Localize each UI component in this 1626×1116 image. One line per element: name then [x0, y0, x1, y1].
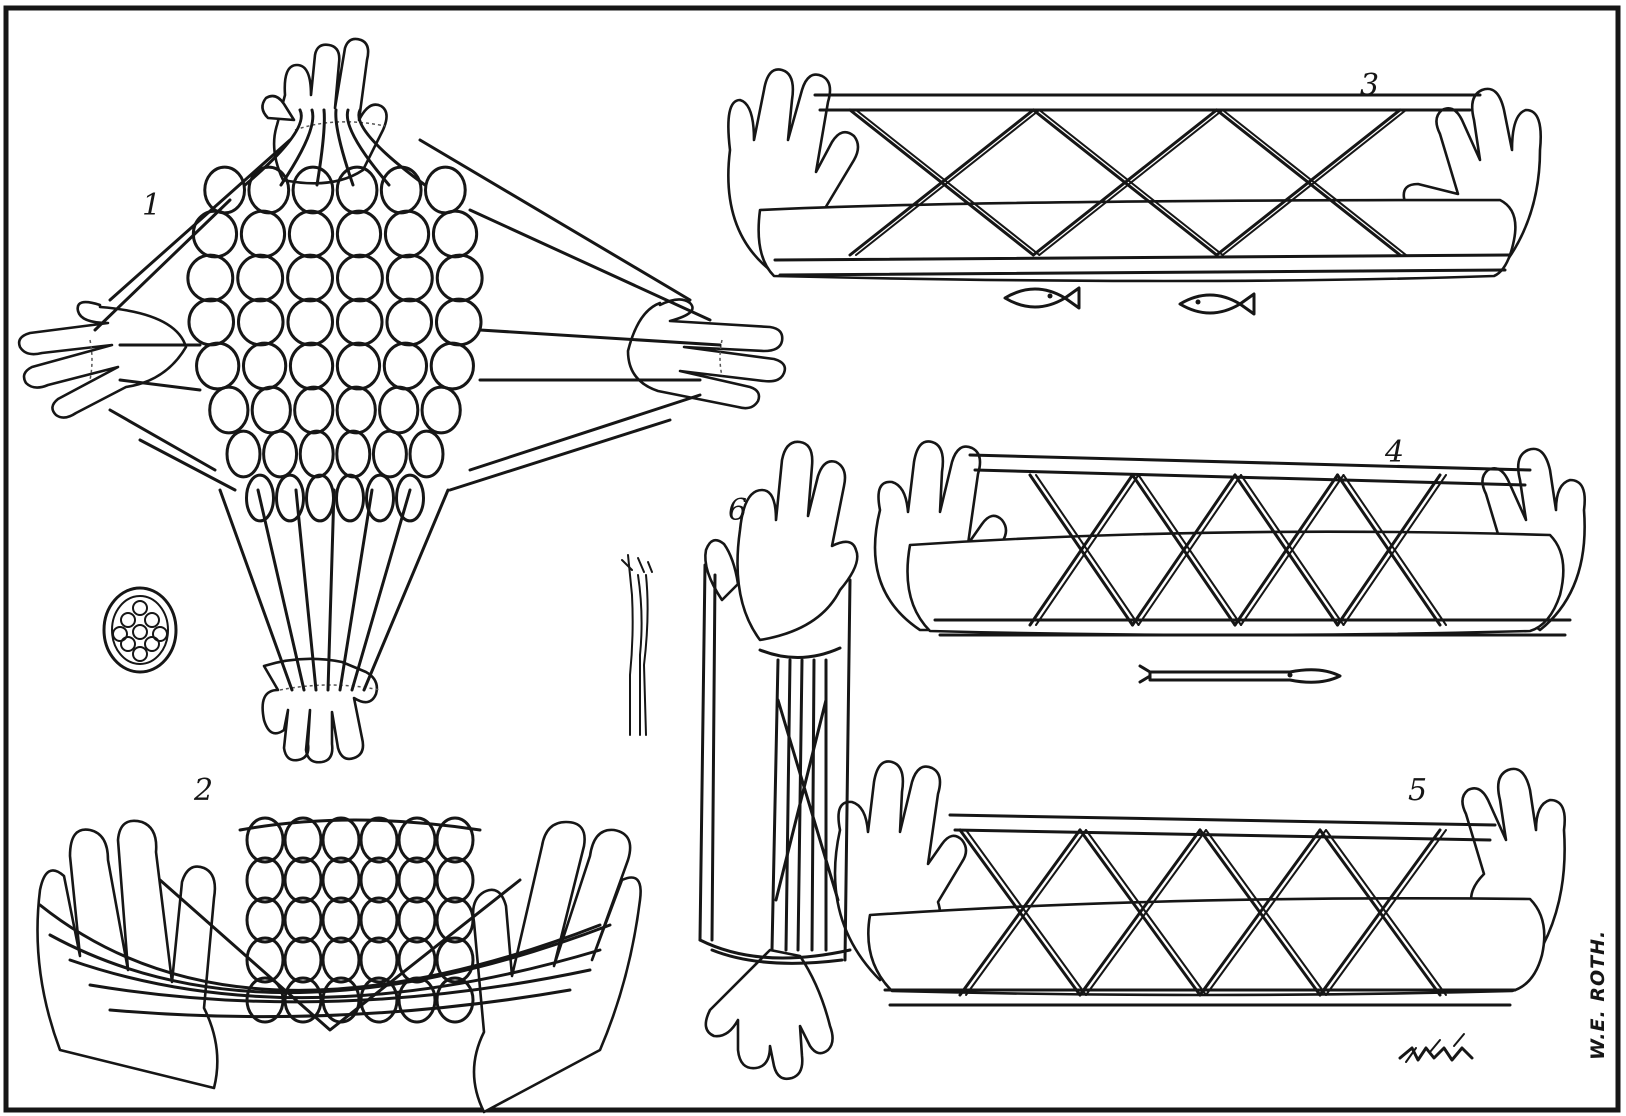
net-loop — [436, 299, 481, 345]
net-loop — [425, 167, 465, 213]
net-loop — [337, 387, 375, 433]
net-loop — [238, 255, 283, 301]
net-loop — [300, 431, 333, 477]
fig1-bottom-hands — [263, 659, 380, 762]
net-loop — [323, 858, 359, 902]
net-loop — [252, 387, 290, 433]
net-loop — [307, 475, 334, 521]
net-loop — [264, 431, 297, 477]
fig6-upper-hand — [738, 442, 858, 640]
net-loop — [337, 211, 380, 257]
net-loop — [285, 898, 321, 942]
fig1-right-hands — [628, 299, 785, 408]
figure-number-2: 2 — [193, 773, 213, 808]
fig1-left-hands — [19, 302, 186, 417]
figure-number-5: 5 — [1408, 773, 1427, 808]
net-loop — [295, 387, 333, 433]
figure-6: 6 — [700, 442, 857, 1079]
fig6-thumb — [705, 540, 738, 600]
net-loop — [399, 978, 435, 1022]
net-loop — [193, 211, 236, 257]
net-loop — [337, 255, 382, 301]
artist-credit: W.E. ROTH. — [1587, 930, 1609, 1060]
net-loop — [288, 299, 333, 345]
net-loop — [247, 858, 283, 902]
bird-tracks-icon — [1400, 1034, 1472, 1062]
fig6-lower-hand — [706, 950, 833, 1079]
shell-plate — [113, 627, 127, 641]
net-loop — [397, 475, 424, 521]
net-loop — [323, 898, 359, 942]
figure-number-3: 3 — [1360, 68, 1379, 103]
net-loop — [288, 255, 333, 301]
fish-icon — [1005, 288, 1079, 308]
net-loop — [241, 211, 284, 257]
net-loop — [337, 431, 370, 477]
net-loop — [410, 431, 443, 477]
figure-number-1: 1 — [142, 188, 161, 223]
shell-plate — [133, 625, 147, 639]
net-loop — [431, 343, 473, 389]
net-loop — [437, 858, 473, 902]
shell-plate — [133, 601, 147, 615]
net-loop — [399, 898, 435, 942]
net-loop — [387, 299, 432, 345]
shell-plate — [145, 637, 159, 651]
net-loop — [227, 431, 260, 477]
figure-number-4: 4 — [1384, 435, 1404, 470]
figure-2: 2 — [38, 773, 641, 1112]
net-loop — [385, 211, 428, 257]
shell-plate — [133, 647, 147, 661]
net-loop — [285, 938, 321, 982]
net-loop — [387, 255, 432, 301]
net-loop — [373, 431, 406, 477]
net-loop — [189, 299, 234, 345]
figure-number-6: 6 — [728, 493, 747, 528]
turtle-shell-icon — [104, 588, 176, 672]
fig2-right-hand — [473, 822, 641, 1112]
fig3-forearm — [759, 200, 1516, 281]
net-loop — [249, 167, 289, 213]
net-loop — [238, 299, 283, 345]
fish-icon-2 — [1180, 294, 1254, 314]
net-loop — [361, 858, 397, 902]
net-loop — [384, 343, 426, 389]
figure-5: 5 — [835, 761, 1565, 1005]
net-loop — [361, 898, 397, 942]
shell-plate — [121, 637, 135, 651]
shell-plate — [121, 613, 135, 627]
net-loop — [422, 387, 460, 433]
net-loop — [337, 343, 379, 389]
net-loop — [433, 211, 476, 257]
shell-plate — [153, 627, 167, 641]
long-fish-icon — [1140, 666, 1340, 682]
shell-plate — [145, 613, 159, 627]
net-loop — [437, 938, 473, 982]
fig2-left-hand — [38, 821, 218, 1088]
net-loop — [285, 858, 321, 902]
net-loop — [437, 255, 482, 301]
net-loop — [337, 475, 364, 521]
net-loop — [380, 387, 418, 433]
net-loop — [197, 343, 239, 389]
figure-4: 4 — [875, 435, 1585, 682]
loose-strings-icon — [622, 555, 652, 735]
net-loop — [361, 938, 397, 982]
net-loop — [289, 211, 332, 257]
net-loop — [243, 343, 285, 389]
net-loop — [323, 818, 359, 862]
net-loop — [323, 938, 359, 982]
net-loop — [290, 343, 332, 389]
net-loop — [381, 167, 421, 213]
net-loop — [337, 299, 382, 345]
net-loop — [285, 818, 321, 862]
net-loop — [247, 898, 283, 942]
net-loop — [210, 387, 248, 433]
net-loop — [361, 818, 397, 862]
net-loop — [188, 255, 233, 301]
figure-3: 3 — [728, 68, 1540, 314]
net-loop — [399, 858, 435, 902]
